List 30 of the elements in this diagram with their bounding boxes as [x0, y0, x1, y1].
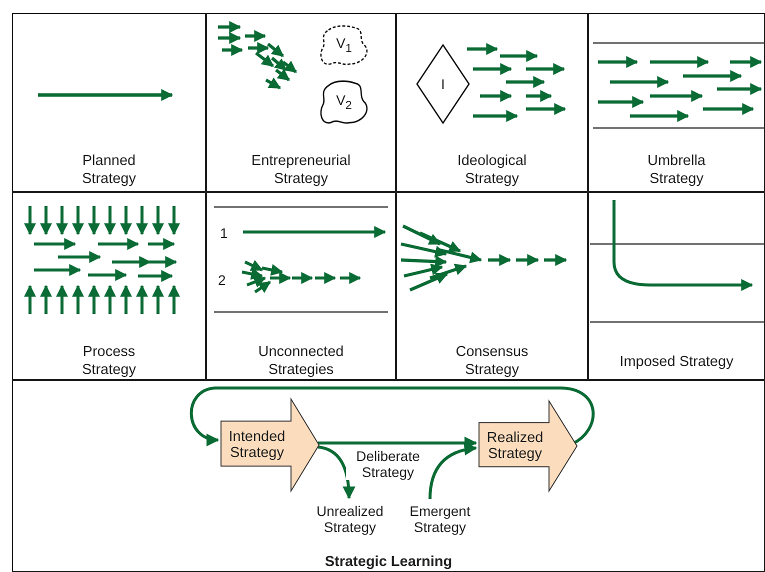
cell-caption: Imposed Strategy	[620, 353, 734, 371]
shape-label: V$_{1}$	[336, 35, 352, 57]
cell-caption: Consensus Strategy	[454, 343, 530, 379]
shape-label: V$_{2}$	[336, 92, 352, 114]
grid-cell	[396, 13, 588, 192]
outcome-label: Emergent Strategy	[408, 503, 472, 535]
cell-caption: Unconnected Strategies	[257, 343, 345, 379]
shape-label: I	[441, 76, 445, 92]
panel-heading: Strategic Learning	[324, 553, 452, 571]
row-number: 2	[218, 272, 226, 288]
cell-caption: Planned Strategy	[81, 152, 137, 188]
grid-cell	[588, 192, 765, 380]
arrow	[318, 446, 356, 500]
arrow-label: Intended Strategy	[228, 429, 286, 461]
grid-cell	[396, 192, 588, 380]
row-number: 1	[220, 225, 228, 241]
arrow	[428, 443, 478, 500]
grid-cell	[588, 13, 765, 192]
cell-caption: Umbrella Strategy	[646, 152, 706, 188]
grid-cell	[206, 13, 396, 192]
arrow	[190, 386, 594, 446]
grid-cell	[12, 13, 206, 192]
outcome-label: Unrealized Strategy	[316, 503, 384, 535]
bottom-panel	[12, 380, 765, 572]
grid-cell	[206, 192, 396, 380]
grid-cell	[12, 192, 206, 380]
cell-caption: Entrepreneurial Strategy	[250, 152, 352, 188]
cell-caption: Ideological Strategy	[456, 152, 528, 188]
arrow-label: Realized Strategy	[486, 430, 544, 462]
cell-caption: Process Strategy	[81, 343, 137, 379]
